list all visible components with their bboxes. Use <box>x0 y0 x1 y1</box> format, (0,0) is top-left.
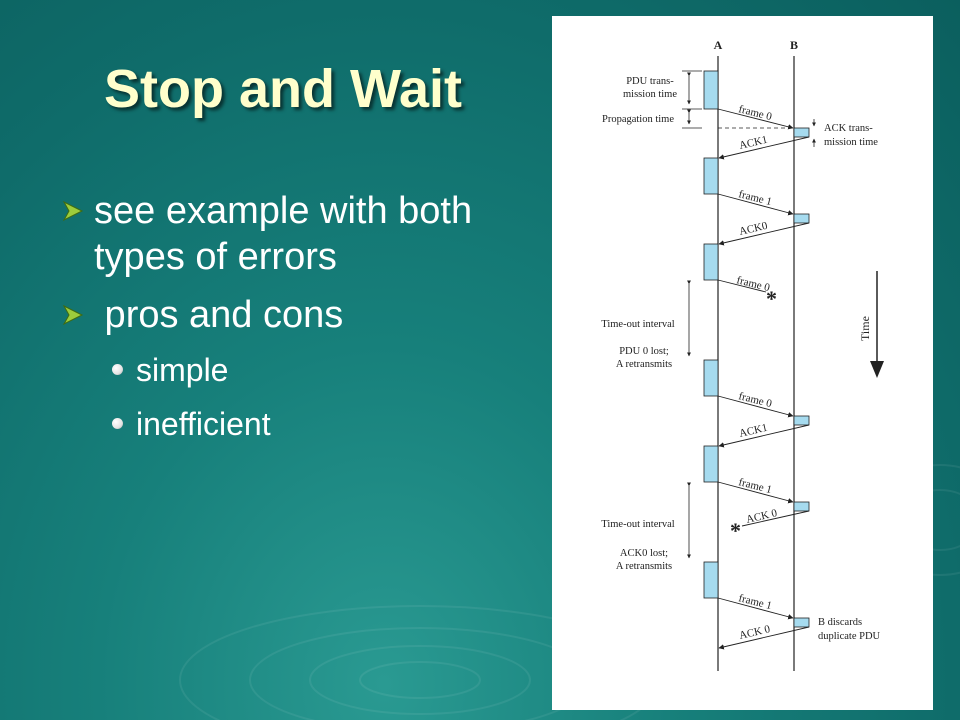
lost-message-line <box>741 510 810 527</box>
message-label: frame 1 <box>737 476 773 496</box>
ack-block <box>793 213 810 224</box>
pdu-block <box>703 445 719 483</box>
pdu-block <box>703 243 719 281</box>
ack0-lost-label: A retransmits <box>616 561 672 572</box>
bullet-list: see example with both types of errors pr… <box>62 188 542 458</box>
time-axis-label: Time <box>858 316 872 341</box>
pdu-blocks <box>703 70 719 599</box>
ack-transmission-label: mission time <box>824 137 878 148</box>
message-arrow <box>718 136 810 160</box>
pdu0-lost-label: A retransmits <box>616 359 672 370</box>
timing-diagram-svg: A B <box>601 38 884 671</box>
pdu-block <box>703 359 719 397</box>
pdu-transmission-label: PDU trans- <box>626 76 674 87</box>
ack-block <box>793 617 810 628</box>
bullet-arrow-icon <box>62 200 84 222</box>
message-label: ACK1 <box>738 422 769 440</box>
lost-message-line <box>717 279 767 293</box>
bullet-dot-icon <box>112 364 123 375</box>
lost-ack-marker: * <box>730 518 741 543</box>
ack-block <box>793 415 810 426</box>
message-arrow <box>717 597 794 620</box>
ack-block <box>793 127 810 138</box>
slide-title: Stop and Wait <box>104 59 462 119</box>
bullet-item: pros and cons <box>62 292 542 338</box>
message-label: ACK 0 <box>738 623 772 642</box>
ack-block <box>793 501 810 512</box>
ack-transmission-label: ACK trans- <box>824 123 873 134</box>
message-label: frame 1 <box>737 188 773 208</box>
b-discards-label: duplicate PDU <box>818 631 881 642</box>
ack-blocks <box>793 127 810 628</box>
message-arrow <box>717 395 794 418</box>
message-label: ACK0 <box>738 220 769 238</box>
bullet-text: pros and cons <box>94 294 344 336</box>
propagation-label: Propagation time <box>602 114 674 125</box>
timeout-label: Time-out interval <box>601 319 674 330</box>
message-arrow <box>717 108 794 130</box>
sub-bullet-item: inefficient <box>62 404 542 444</box>
timeout-label: Time-out interval <box>601 519 674 530</box>
bullet-item: see example with both types of errors <box>62 188 542 280</box>
pdu-transmission-label: mission time <box>623 89 677 100</box>
sub-bullet-text: simple <box>136 352 229 388</box>
stop-and-wait-diagram: A B <box>552 16 933 710</box>
sub-bullet-text: inefficient <box>136 406 271 442</box>
lost-frame-marker: * <box>766 286 777 311</box>
station-b-label: B <box>790 38 798 52</box>
message-arrow <box>718 424 810 448</box>
bullet-dot-icon <box>112 418 123 429</box>
ack0-lost-label: ACK0 lost; <box>620 548 668 559</box>
sub-bullet-item: simple <box>62 350 542 390</box>
message-arrow <box>717 481 794 504</box>
pdu-block <box>703 157 719 195</box>
b-discards-label: B discards <box>818 617 862 628</box>
message-label: frame 1 <box>737 592 773 612</box>
message-label: frame 0 <box>737 103 773 123</box>
pdu-block <box>703 70 719 110</box>
message-label: ACK1 <box>738 134 769 152</box>
pdu0-lost-label: PDU 0 lost; <box>619 346 669 357</box>
message-arrow <box>718 222 810 246</box>
pdu-block <box>703 561 719 599</box>
station-a-label: A <box>714 38 723 52</box>
time-axis-arrow-icon <box>870 361 884 378</box>
message-label: frame 0 <box>737 390 773 410</box>
message-arrow <box>718 626 810 650</box>
bullet-text: see example with both types of errors <box>94 190 473 278</box>
message-arrow <box>717 193 794 216</box>
bullet-arrow-icon <box>62 304 84 326</box>
message-label: ACK 0 <box>745 507 779 526</box>
